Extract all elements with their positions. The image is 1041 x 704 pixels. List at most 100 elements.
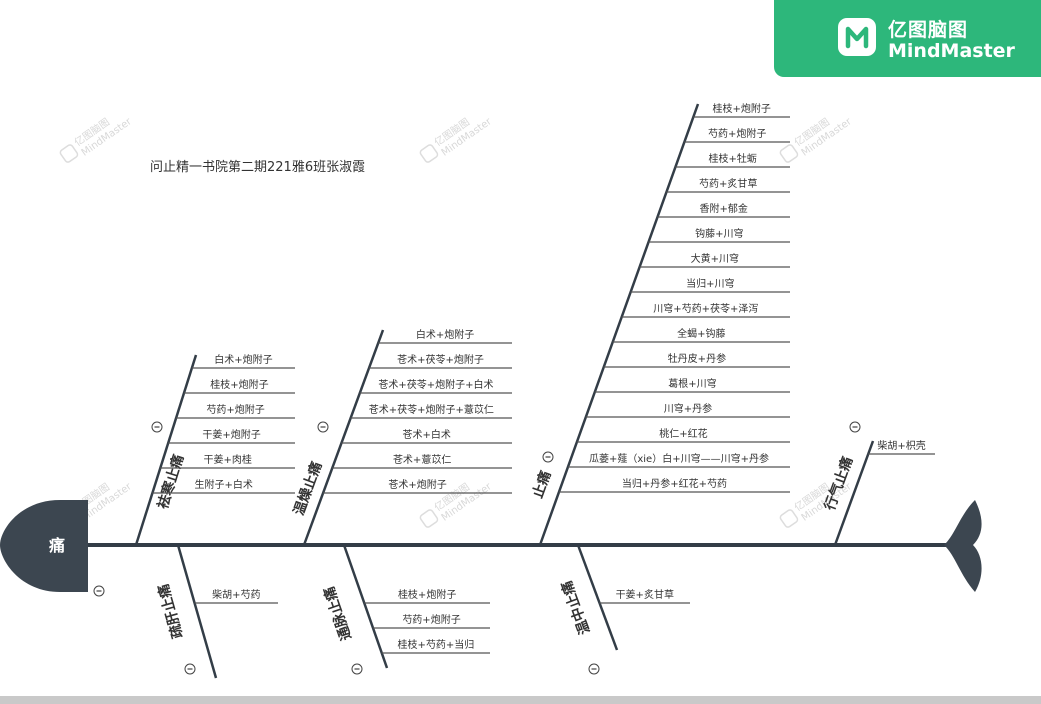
branch-title[interactable]: 温燥止痛	[290, 459, 325, 517]
branch-item-label: 芍药+炮附子	[206, 403, 264, 416]
branch-item-label: 苍术+茯苓+炮附子	[397, 353, 484, 366]
branch-title[interactable]: 疏肝止痛	[155, 582, 187, 641]
branch-item[interactable]: 干姜+炙甘草	[599, 588, 690, 604]
collapse-minus-icon[interactable]	[351, 663, 363, 675]
branch-bone	[576, 544, 619, 651]
branch-item[interactable]: 香附+郁金	[657, 202, 790, 218]
branch-item-label: 桂枝+炮附子	[398, 588, 456, 601]
branch-item[interactable]: 瓜蒌+薤（xie）白+川穹——川穹+丹参	[567, 452, 790, 468]
bones-layer: 袪寒止痛白术+炮附子桂枝+炮附子芍药+炮附子干姜+炮附子干姜+肉桂生附子+白术疏…	[93, 102, 935, 679]
branch-item-label: 干姜+肉桂	[203, 453, 251, 466]
branch-item[interactable]: 苍术+茯苓+炮附子+白术	[359, 378, 512, 394]
branch-item[interactable]: 桂枝+炮附子	[693, 102, 790, 118]
branch-item-label: 白术+炮附子	[214, 353, 272, 366]
branch-item[interactable]: 川穹+芍药+茯苓+泽泻	[621, 302, 790, 318]
branch-item[interactable]: 桂枝+牡蛎	[675, 152, 790, 168]
branch-title[interactable]: 通脉止痛	[320, 584, 355, 642]
branch-item[interactable]: 桂枝+芍药+当归	[381, 638, 490, 654]
branch-item-label: 当归+川穹	[686, 277, 734, 290]
branch[interactable]: 疏肝止痛 柴胡+芍药	[93, 544, 278, 679]
branch-item-label: 牡丹皮+丹参	[668, 352, 726, 365]
branch-item-label: 桂枝+牡蛎	[709, 152, 757, 165]
collapse-minus-icon[interactable]	[184, 663, 196, 675]
branch-item-label: 苍术+薏苡仁	[393, 453, 451, 466]
branch-bone	[134, 354, 198, 546]
branch-item-label: 生附子+白术	[195, 478, 253, 491]
collapse-minus-icon[interactable]	[151, 421, 163, 433]
branch-item[interactable]: 芍药+炙甘草	[666, 177, 790, 193]
branch-item[interactable]: 白术+炮附子	[191, 353, 295, 369]
mindmaster-logo-icon	[838, 18, 876, 56]
branch-bone	[176, 544, 218, 679]
branch[interactable]: 温中止痛干姜+炙甘草	[558, 544, 690, 675]
branch-item-label: 苍术+白术	[403, 428, 451, 441]
branch-item[interactable]: 白术+炮附子	[378, 328, 512, 344]
branch-bone	[342, 544, 389, 669]
branch-item[interactable]: 桂枝+炮附子	[364, 588, 490, 604]
branch-item[interactable]: 柴胡+枳壳	[868, 439, 935, 455]
branch-item-label: 芍药+炮附子	[708, 127, 766, 140]
branch-item[interactable]: 干姜+肉桂	[160, 453, 295, 469]
branch-item[interactable]: 苍术+白术	[341, 428, 512, 444]
collapse-minus-icon[interactable]	[542, 451, 554, 463]
branch-item-label: 桃仁+红花	[659, 427, 707, 440]
bottom-scrollbar[interactable]	[0, 696, 1041, 704]
branch-item[interactable]: 苍术+茯苓+炮附子	[369, 353, 512, 369]
branch-item[interactable]: 芍药+炮附子	[373, 613, 490, 629]
collapse-minus-icon[interactable]	[849, 421, 861, 433]
branch-item-label: 苍术+茯苓+炮附子+薏苡仁	[369, 403, 494, 416]
branch-bone	[302, 329, 385, 546]
branch-item[interactable]: 干姜+炮附子	[168, 428, 295, 444]
branch-item[interactable]: 桃仁+红花	[576, 427, 790, 443]
collapse-minus-icon[interactable]	[588, 663, 600, 675]
branch-item[interactable]: 当归+川穹	[630, 277, 790, 293]
branch-item[interactable]: 全蝎+钩藤	[612, 327, 790, 343]
branch-item-label: 当归+丹参+红花+芍药	[622, 477, 727, 490]
branch-item-label: 桂枝+炮附子	[712, 102, 770, 115]
branch-title[interactable]: 袪寒止痛	[154, 452, 187, 511]
branch-item[interactable]: 芍药+炮附子	[684, 127, 790, 143]
branch-item[interactable]: 大黄+川穹	[639, 252, 790, 268]
branch-item-label: 芍药+炙甘草	[699, 177, 757, 190]
branch-item-label: 桂枝+芍药+当归	[397, 638, 474, 651]
branch-item-label: 川穹+芍药+茯苓+泽泻	[653, 302, 758, 315]
branch-item[interactable]: 钩藤+川穹	[648, 227, 790, 243]
branch-title[interactable]: 止痛	[529, 468, 554, 500]
branch-item-label: 桂枝+炮附子	[210, 378, 268, 391]
branch-item[interactable]: 生附子+白术	[152, 478, 295, 494]
branch-bone	[538, 103, 700, 546]
branch-item[interactable]: 川穹+丹参	[585, 402, 790, 418]
branch-item[interactable]: 芍药+炮附子	[176, 403, 295, 419]
mindmaster-badge[interactable]: 亿图脑图 MindMaster	[774, 0, 1041, 77]
branch-item[interactable]: 苍术+薏苡仁	[332, 453, 512, 469]
branch-item-label: 白术+炮附子	[416, 328, 474, 341]
collapse-minus-icon[interactable]	[317, 421, 329, 433]
branch-bone	[833, 440, 875, 546]
branch[interactable]: 温燥止痛 白术+炮附子苍术+茯苓+炮附子苍术+茯苓+炮附子+白术苍术+茯苓+炮附子…	[290, 328, 512, 546]
branch-item-label: 川穹+丹参	[664, 402, 712, 415]
branch-item[interactable]: 苍术+炮附子	[323, 478, 512, 494]
branch-title[interactable]: 温中止痛	[558, 578, 593, 636]
branch-item-label: 葛根+川穹	[668, 377, 716, 390]
head-label: 痛	[48, 536, 65, 555]
branch-item-label: 柴胡+枳壳	[877, 439, 925, 452]
branch-item[interactable]: 桂枝+炮附子	[184, 378, 295, 394]
collapse-minus-icon[interactable]	[93, 585, 105, 597]
branch-item[interactable]: 牡丹皮+丹参	[603, 352, 790, 368]
branch[interactable]: 止痛 桂枝+炮附子芍药+炮附子桂枝+牡蛎芍药+炙甘草香附+郁金钩藤+川穹大黄+川穹…	[529, 102, 790, 546]
branch-item-label: 苍术+茯苓+炮附子+白术	[378, 378, 493, 391]
branch-item[interactable]: 柴胡+芍药	[194, 588, 278, 604]
branch-item-label: 柴胡+芍药	[212, 588, 260, 601]
branch-item-label: 苍术+炮附子	[388, 478, 446, 491]
branch-item[interactable]: 葛根+川穹	[594, 377, 790, 393]
branch-item[interactable]: 苍术+茯苓+炮附子+薏苡仁	[350, 403, 512, 419]
fish-head[interactable]	[0, 500, 88, 592]
branch-item[interactable]: 当归+丹参+红花+芍药	[558, 477, 790, 493]
branch-item-label: 大黄+川穹	[691, 252, 739, 265]
